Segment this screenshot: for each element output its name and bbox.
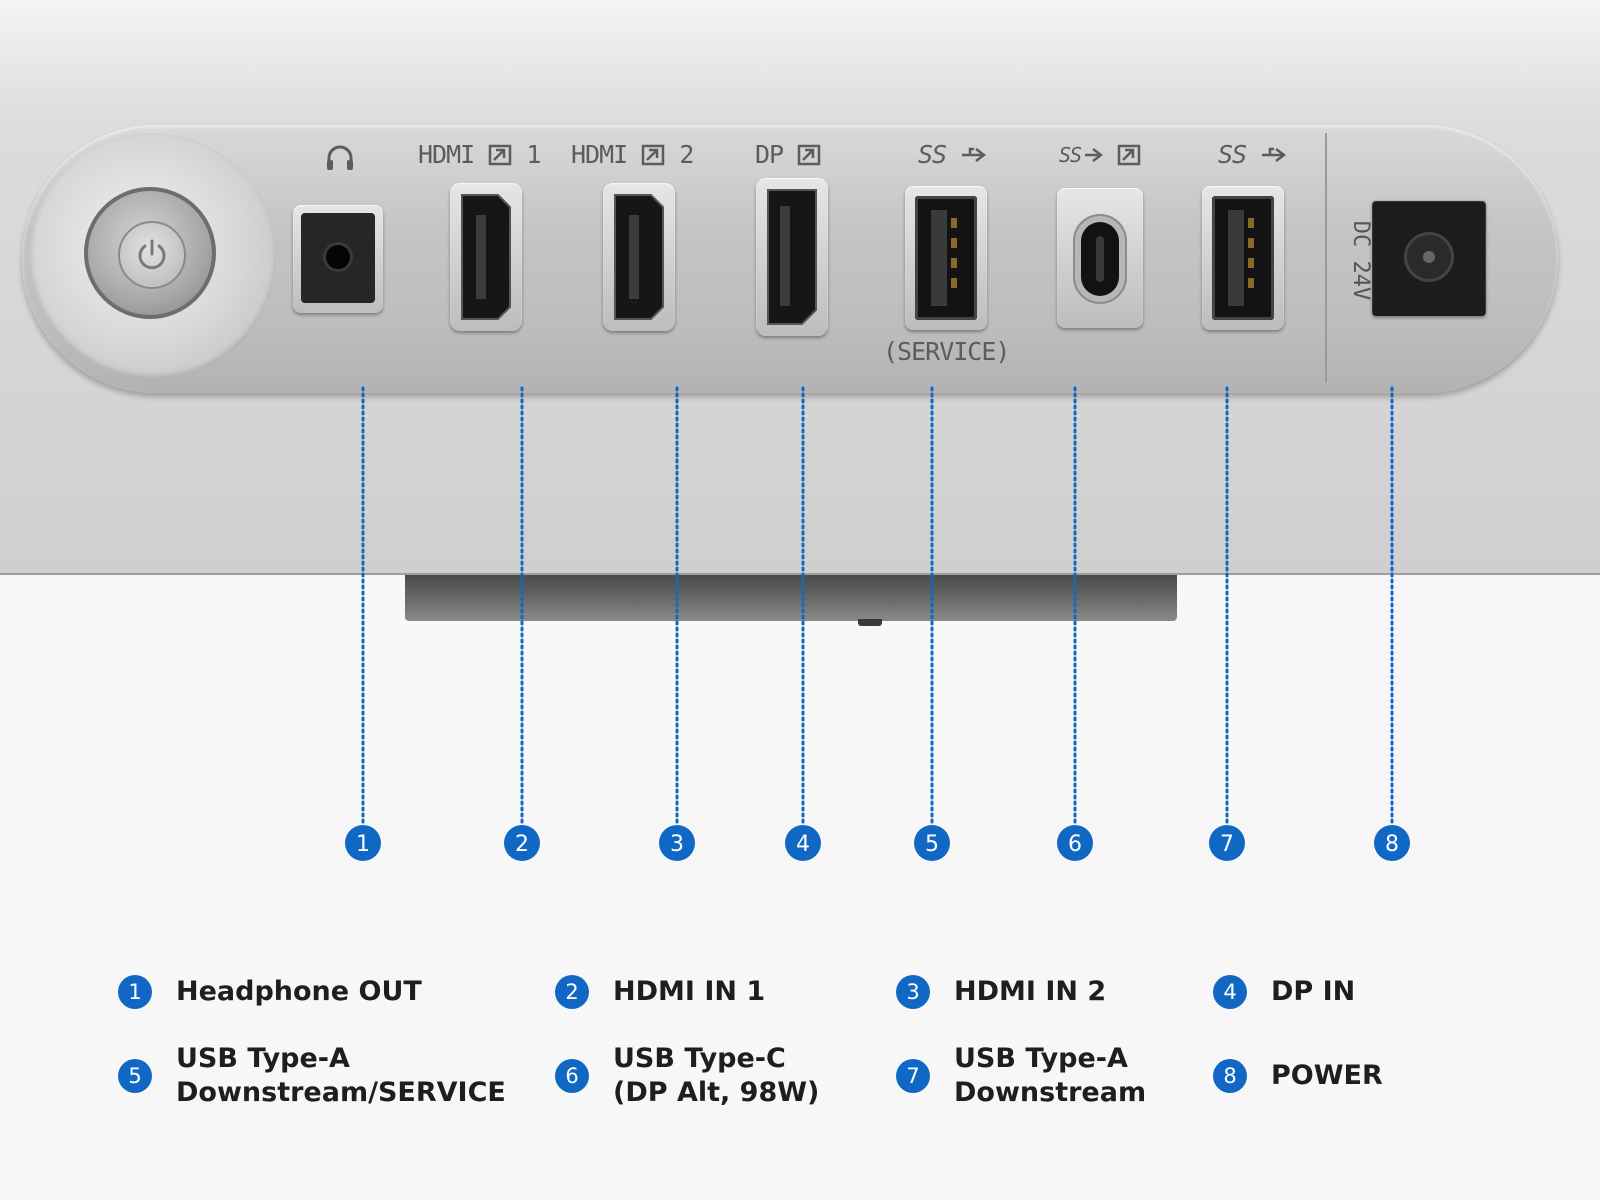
callout-marker-2 bbox=[504, 825, 540, 861]
hdmi1-port[interactable] bbox=[450, 183, 522, 331]
callout-marker-6 bbox=[1057, 825, 1093, 861]
headphone-jack[interactable] bbox=[293, 205, 383, 313]
callout-marker-label-6: 6 bbox=[1068, 832, 1082, 857]
legend-item-6: 6 USB Type-C (DP Alt, 98W) bbox=[555, 1041, 819, 1111]
legend-item-1: 1 Headphone OUT bbox=[118, 957, 422, 1027]
legend-item-4: 4 DP IN bbox=[1213, 957, 1355, 1027]
legend-item-8: 8 POWER bbox=[1213, 1041, 1383, 1111]
callout-marker-label-7: 7 bbox=[1220, 832, 1234, 857]
usb-a1-port-label: SS bbox=[918, 140, 988, 174]
hdmi2-port-label: HDMI 2 bbox=[571, 140, 694, 169]
displayport-port[interactable] bbox=[756, 178, 828, 336]
usb-superspeed-icon bbox=[1262, 147, 1287, 162]
usb-c-port[interactable] bbox=[1057, 188, 1143, 328]
displayport-port-icon bbox=[767, 189, 817, 325]
svg-text:SS: SS bbox=[1059, 144, 1082, 166]
legend-item-3: 3 HDMI IN 2 bbox=[896, 957, 1106, 1027]
callout-marker-1 bbox=[345, 825, 381, 861]
callout-marker-5 bbox=[914, 825, 950, 861]
callout-marker-label-8: 8 bbox=[1385, 832, 1399, 857]
input-arrow-icon bbox=[797, 144, 821, 166]
power-button-cap bbox=[118, 221, 186, 289]
callout-marker-label-2: 2 bbox=[515, 832, 529, 857]
callout-marker-label-3: 3 bbox=[670, 832, 684, 857]
legend-label: DP IN bbox=[1271, 976, 1356, 1007]
legend-label: Headphone OUT bbox=[176, 976, 422, 1007]
legend-number-badge: 8 bbox=[1213, 1059, 1247, 1093]
service-port-label: (SERVICE) bbox=[883, 337, 1010, 366]
power-icon bbox=[138, 239, 166, 270]
callout-marker-label-4: 4 bbox=[796, 832, 810, 857]
legend-label: USB Type-A Downstream bbox=[954, 1043, 1147, 1108]
callout-marker-7 bbox=[1209, 825, 1245, 861]
panel-divider bbox=[1325, 133, 1327, 383]
legend-label: HDMI IN 1 bbox=[613, 976, 766, 1007]
headphone-icon bbox=[327, 145, 353, 170]
power-button[interactable] bbox=[84, 187, 216, 319]
callout-marker-8 bbox=[1374, 825, 1410, 861]
legend-number-badge: 3 bbox=[896, 975, 930, 1009]
callout-marker-3 bbox=[659, 825, 695, 861]
legend-number-badge: 7 bbox=[896, 1059, 930, 1093]
usb-superspeed-icon bbox=[962, 147, 987, 162]
legend-item-2: 2 HDMI IN 1 bbox=[555, 957, 765, 1027]
legend-number-badge: 1 bbox=[118, 975, 152, 1009]
legend-label: POWER bbox=[1271, 1060, 1383, 1091]
usb-c-port-label: SS bbox=[1059, 140, 1141, 174]
stand-notch bbox=[858, 619, 882, 626]
legend-number-badge: 2 bbox=[555, 975, 589, 1009]
legend-item-5: 5 USB Type-A Downstream/SERVICE bbox=[118, 1041, 506, 1111]
input-arrow-icon bbox=[642, 144, 665, 166]
legend-label: USB Type-C (DP Alt, 98W) bbox=[613, 1043, 820, 1108]
callout-marker-4 bbox=[785, 825, 821, 861]
hdmi-port-icon bbox=[614, 194, 664, 320]
callout-marker-label-1: 1 bbox=[356, 832, 370, 857]
legend-number-badge: 6 bbox=[555, 1059, 589, 1093]
legend-label: HDMI IN 2 bbox=[954, 976, 1107, 1007]
usb-superspeed-icon: SS bbox=[1059, 143, 1104, 167]
callout-marker-label-5: 5 bbox=[925, 832, 939, 857]
legend-number-badge: 4 bbox=[1213, 975, 1247, 1009]
monitor-stand bbox=[405, 575, 1177, 621]
usb-a2-port[interactable] bbox=[1202, 186, 1284, 330]
input-arrow-icon bbox=[1117, 144, 1141, 166]
legend-number-badge: 5 bbox=[118, 1059, 152, 1093]
usb-a2-port-label: SS bbox=[1218, 140, 1288, 174]
hdmi-port-icon bbox=[461, 194, 511, 320]
legend-label: USB Type-A Downstream/SERVICE bbox=[176, 1043, 506, 1108]
hdmi1-port-label: HDMI 1 bbox=[418, 140, 541, 169]
input-arrow-icon bbox=[489, 144, 512, 166]
usb-a1-port[interactable] bbox=[905, 186, 987, 330]
hdmi2-port[interactable] bbox=[603, 183, 675, 331]
legend-item-7: 7 USB Type-A Downstream bbox=[896, 1041, 1146, 1111]
dc-power-jack[interactable] bbox=[1372, 200, 1486, 316]
dp-port-label: DP bbox=[755, 140, 821, 174]
